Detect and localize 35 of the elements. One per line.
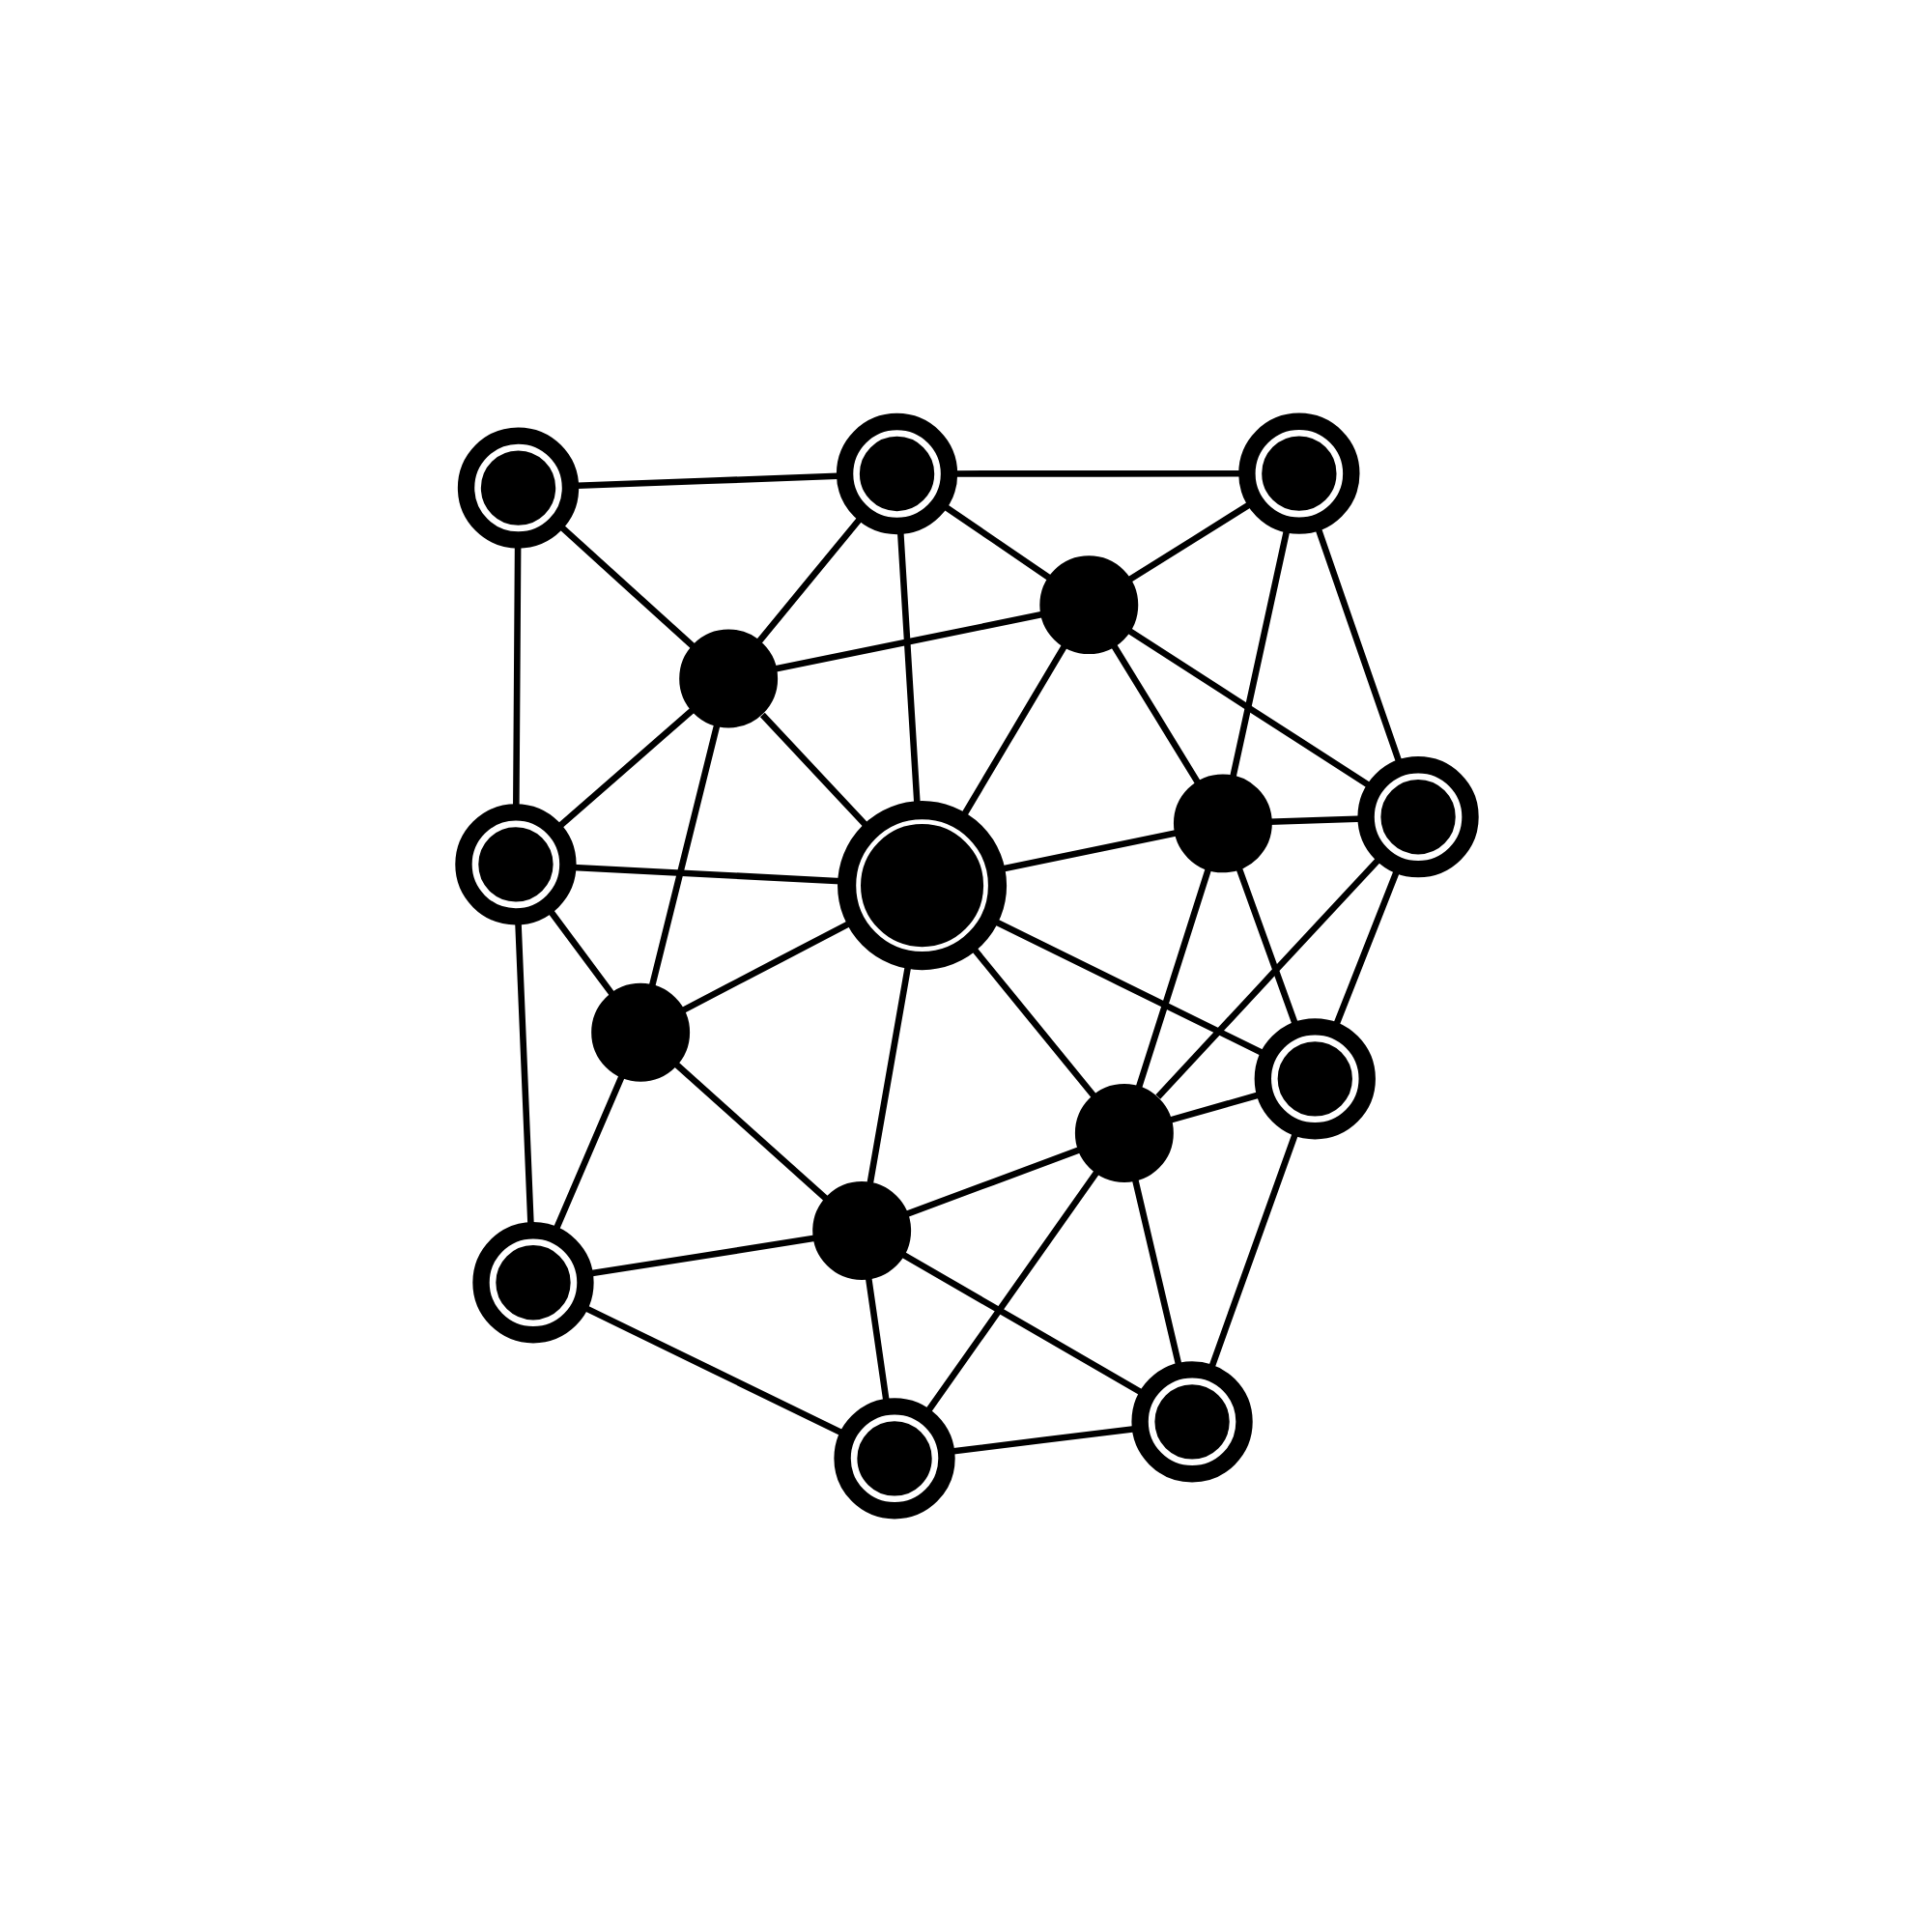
node-circle: [678, 629, 778, 728]
node-circle: [835, 412, 957, 535]
connector: [773, 611, 1043, 672]
connector: [647, 723, 720, 987]
node-circle: [456, 427, 579, 549]
node-circle: [1073, 1084, 1173, 1182]
connector: [672, 1061, 829, 1203]
node-circle: [1172, 774, 1271, 873]
connector: [1134, 867, 1210, 1089]
node-circle: [1253, 1018, 1375, 1140]
node-circle: [454, 804, 576, 925]
node-circle: [1237, 412, 1359, 534]
connector: [1126, 498, 1256, 582]
node-circle: [1356, 756, 1478, 878]
connector: [923, 1170, 1099, 1415]
node-circle: [811, 1181, 911, 1281]
connector: [554, 521, 696, 650]
node-circle: [833, 1398, 954, 1520]
connector: [758, 712, 871, 832]
connector: [1131, 1179, 1182, 1370]
connector: [1268, 815, 1364, 826]
connector: [1168, 1091, 1264, 1123]
connector: [903, 1147, 1079, 1218]
node-circle: [471, 1222, 593, 1344]
connector: [755, 514, 864, 643]
node-circle: [837, 801, 1007, 971]
node-circle: [590, 982, 690, 1082]
connector: [1109, 642, 1201, 785]
connector: [900, 1252, 1148, 1399]
connector: [1125, 627, 1374, 790]
connector: [679, 918, 855, 1014]
connector: [1154, 854, 1383, 1099]
node-circle: [1130, 1361, 1252, 1483]
connector: [967, 943, 1096, 1099]
node-circle: [1038, 555, 1138, 655]
